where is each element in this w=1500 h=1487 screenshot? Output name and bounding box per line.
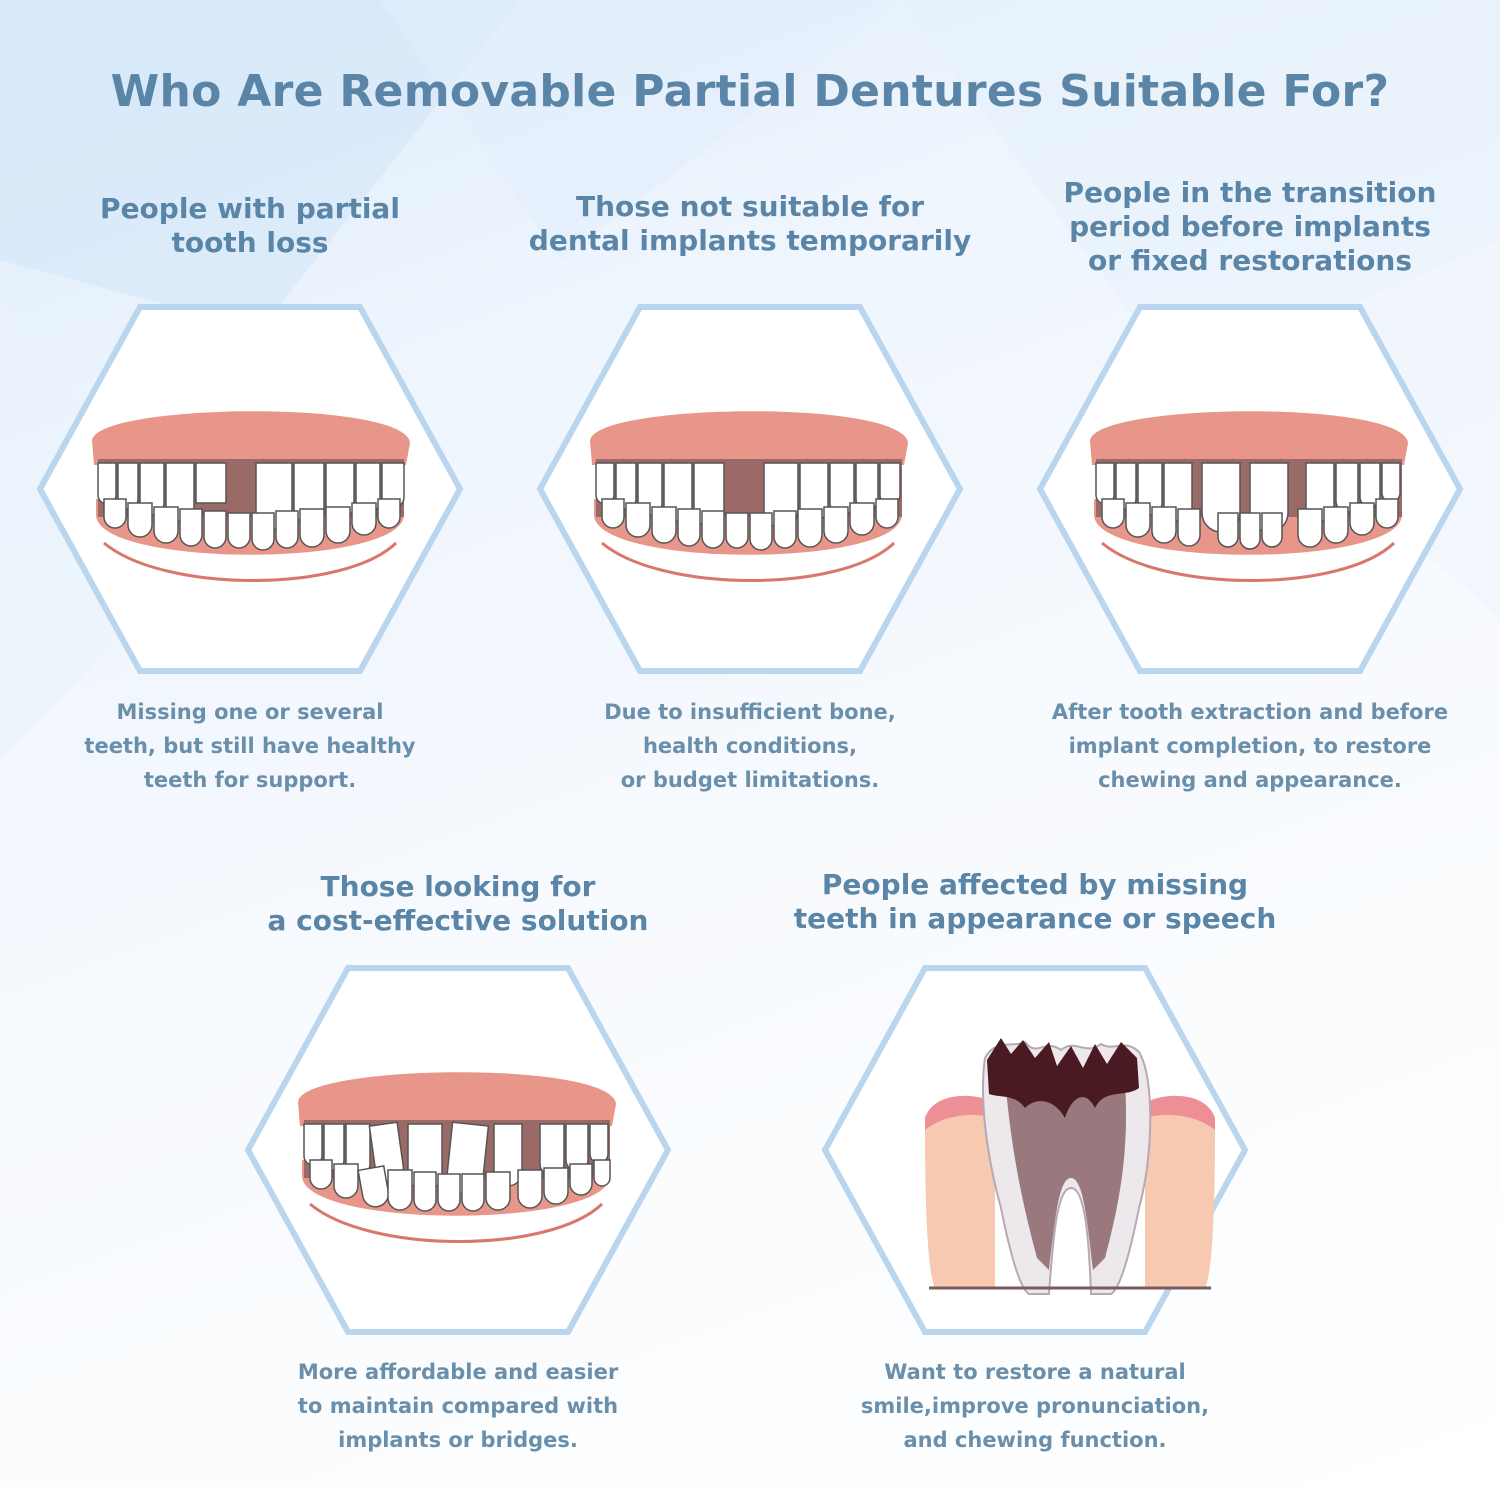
card-heading: Those not suitable for dental implants t…	[528, 190, 972, 257]
card-partial-tooth-loss: People with partial tooth loss	[0, 0, 500, 800]
hexagon-frame	[1036, 304, 1464, 674]
card-heading: People affected by missing teeth in appe…	[793, 868, 1277, 935]
teeth-missing-partial-icon	[92, 411, 410, 582]
card-description: More affordable and easier to maintain c…	[297, 1360, 619, 1452]
card-appearance-speech: People affected by missing teeth in appe…	[785, 840, 1285, 1480]
card-cost-effective: Those looking for a cost-effective solut…	[208, 840, 708, 1480]
decayed-tooth-icon	[925, 1038, 1215, 1295]
card-not-suitable-implants: Those not suitable for dental implants t…	[500, 0, 1000, 800]
hexagon-frame	[536, 304, 964, 674]
card-heading: People with partial tooth loss	[100, 192, 400, 259]
card-heading: Those looking for a cost-effective solut…	[267, 870, 649, 937]
page-title: Who Are Removable Partial Dentures Suita…	[110, 66, 1390, 117]
hexagon-frame	[821, 965, 1249, 1335]
teeth-missing-front-icon	[590, 411, 908, 582]
card-description: Missing one or several teeth, but still …	[84, 700, 416, 792]
teeth-crooked-icon	[298, 1072, 616, 1243]
hexagon-frame	[244, 965, 672, 1335]
card-description: Due to insufficient bone, health conditi…	[604, 700, 896, 792]
hexagon-frame	[36, 304, 464, 674]
card-heading: People in the transition period before i…	[1063, 176, 1437, 277]
card-description: After tooth extraction and before implan…	[1051, 700, 1449, 792]
card-transition-period: People in the transition period before i…	[1000, 0, 1500, 800]
card-description: Want to restore a natural smile,improve …	[860, 1360, 1210, 1452]
teeth-gaps-icon	[1090, 411, 1408, 582]
